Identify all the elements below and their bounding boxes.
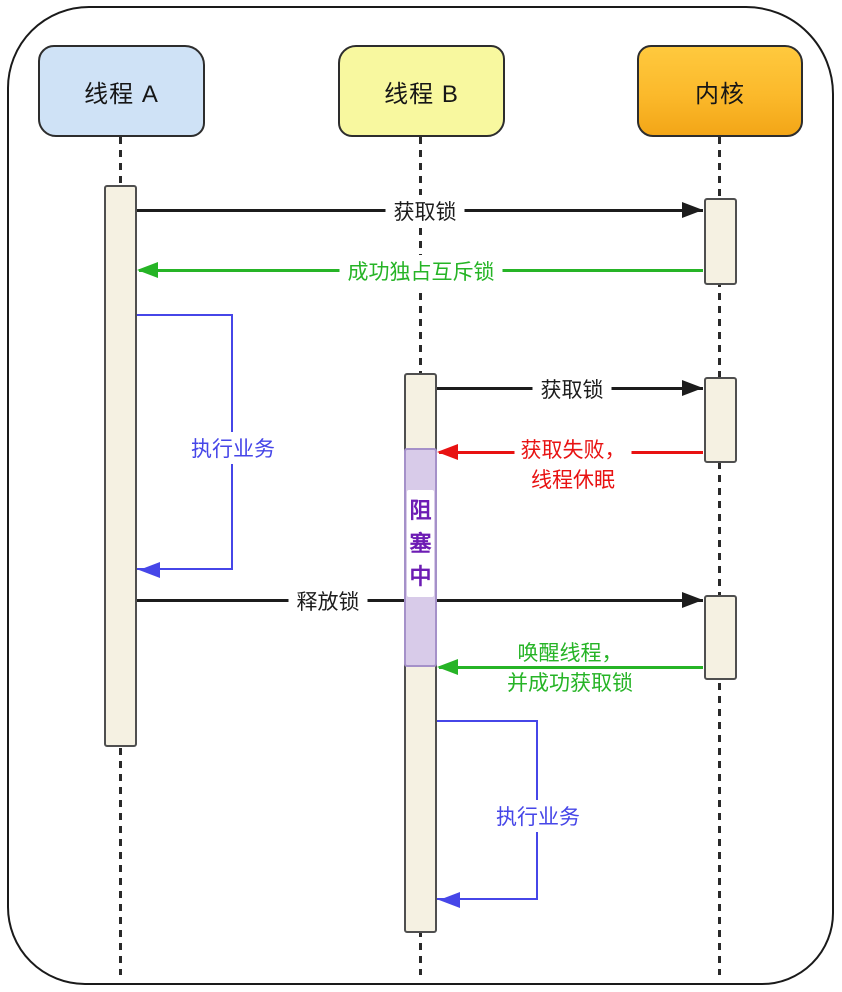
message-label-acquire-a: 获取锁: [385, 195, 465, 227]
arrowhead-acquire-a: [682, 202, 703, 218]
actor-label-thread-b: 线程 B: [384, 80, 459, 108]
activation-bar-kernel-2: [704, 377, 737, 463]
arrowhead-exec-b: [439, 892, 460, 908]
arrowhead-acquire-b: [682, 380, 703, 396]
lifeline-kernel: [718, 137, 721, 975]
actor-label-thread-a: 线程 A: [84, 80, 159, 108]
message-label-wake-b-line1: 唤醒线程，: [511, 642, 629, 665]
blocked-char-3: 中: [409, 564, 432, 589]
outer-border: [7, 6, 834, 985]
actor-box-thread-a: 线程 A: [38, 45, 205, 137]
arrowhead-release-a: [682, 592, 703, 608]
message-label-wake-b: 唤醒线程， 并成功获取锁: [501, 639, 639, 699]
message-label-exec-b: 执行业务: [488, 800, 588, 832]
activation-bar-kernel-1: [704, 198, 737, 285]
actor-box-thread-b: 线程 B: [338, 45, 505, 137]
message-label-exec-a: 执行业务: [183, 432, 283, 464]
arrowhead-fail-b: [437, 444, 458, 460]
arrowhead-wake-b: [437, 659, 458, 675]
blocked-char-1: 阻: [409, 498, 432, 523]
message-label-fail-b: 获取失败， 线程休眠: [514, 436, 632, 496]
blocked-label: 阻 塞 中: [407, 490, 434, 597]
blocked-section: 阻 塞 中: [404, 448, 437, 667]
message-label-wake-b-line2: 并成功获取锁: [501, 672, 639, 695]
activation-bar-thread-b: 阻 塞 中: [404, 373, 437, 933]
activation-bar-kernel-3: [704, 595, 737, 680]
message-label-grant-a: 成功独占互斥锁: [339, 255, 503, 287]
message-label-acquire-b: 获取锁: [532, 373, 612, 405]
actor-label-kernel: 内核: [695, 80, 745, 108]
blocked-char-2: 塞: [409, 531, 432, 556]
arrowhead-exec-a: [139, 562, 160, 578]
message-label-fail-b-line2: 线程休眠: [525, 469, 621, 492]
arrowhead-grant-a: [137, 262, 158, 278]
message-label-release-a: 释放锁: [288, 585, 368, 617]
actor-box-kernel: 内核: [637, 45, 803, 137]
message-line-wake-b: [439, 666, 703, 669]
activation-bar-thread-a: [104, 185, 137, 747]
message-label-fail-b-line1: 获取失败，: [514, 439, 632, 462]
